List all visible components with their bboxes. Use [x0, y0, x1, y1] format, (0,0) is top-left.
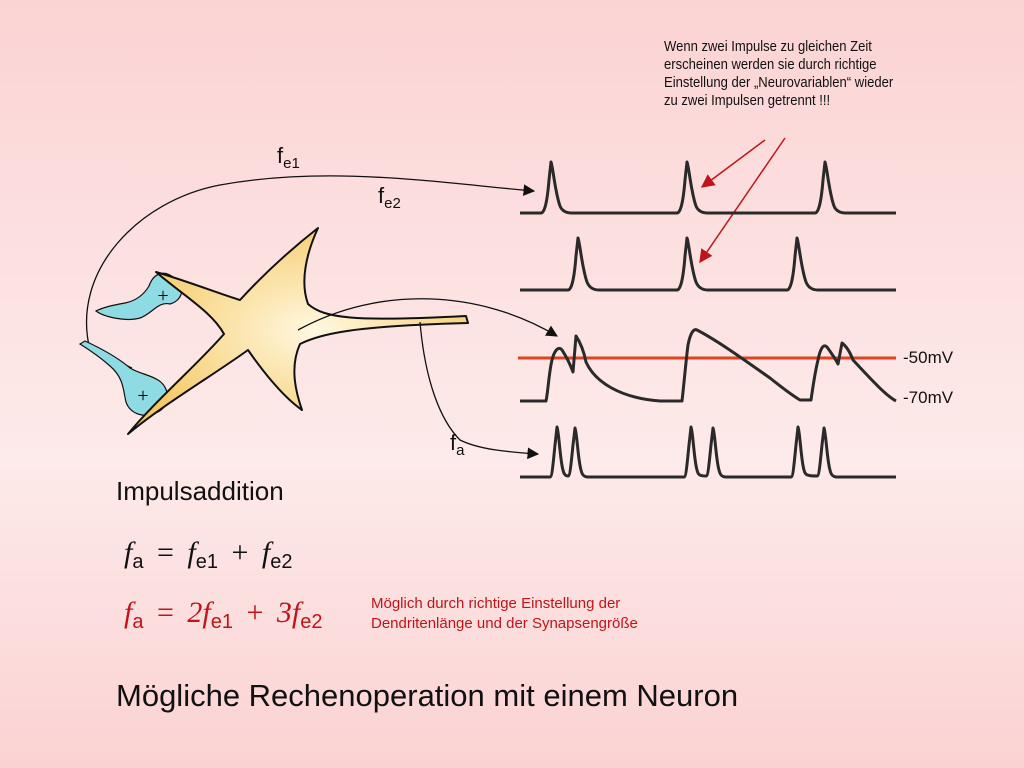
red-annotation-line: Dendritenlänge und der Synapsengröße [371, 615, 638, 632]
formula-term-1-sub: e1 [210, 611, 233, 633]
formula-plus: + [231, 536, 249, 569]
formula-term-1: f [202, 596, 211, 629]
threshold-label: -50mV [903, 348, 954, 367]
formula-lhs: f [124, 536, 133, 569]
slide-caption: Mögliche Rechenoperation mit einem Neuro… [116, 678, 739, 713]
rest-potential-label: -70mV [903, 388, 954, 407]
trace-fe2 [520, 236, 896, 292]
annotation-line: zu zwei Impulsen getrennt !!! [664, 93, 831, 109]
formula-lhs: f [124, 596, 133, 629]
formula-plus: + [246, 596, 264, 629]
red-annotation-line: Möglich durch richtige Einstellung der [371, 595, 621, 612]
formula-coefficient-1: 2 [187, 596, 203, 629]
trace-fa [520, 425, 896, 479]
formula-term-2-sub: e2 [300, 611, 323, 633]
annotation-note: Wenn zwei Impulse zu gleichen Zeit ersch… [664, 38, 934, 110]
annotation-line: Einstellung der „Neurovariablen“ wieder [664, 75, 894, 91]
neuron-soma [127, 227, 469, 435]
synapse-plus-1: + [157, 285, 168, 307]
output-arrow-membrane [297, 298, 559, 337]
label-fe1-sub: e1 [283, 155, 300, 172]
formula-equals: = [156, 536, 174, 569]
formula-lhs-sub: a [132, 611, 144, 633]
trace-membrane [520, 328, 897, 403]
formula-weighted-sum: fa = 2fe1 + 3fe2 [124, 596, 323, 634]
label-fe2-base: f [378, 183, 385, 208]
annotation-line: erscheinen werden sie durch richtige [664, 57, 877, 73]
red-annotation: Möglich durch richtige Einstellung der D… [371, 594, 638, 634]
formula-term-1: f [187, 536, 196, 569]
formula-term-2-sub: e2 [270, 551, 293, 573]
formula-sum: fa = fe1 + fe2 [124, 536, 293, 574]
annotation-line: Wenn zwei Impulse zu gleichen Zeit [664, 39, 872, 55]
trace-fe1 [520, 160, 896, 215]
formula-term-2: f [261, 536, 271, 569]
output-arrow-fa [419, 321, 540, 460]
formula-equals: = [156, 596, 174, 629]
formula-coefficient-2: 3 [276, 596, 292, 629]
label-fa-sub: a [456, 442, 465, 459]
label-fe1: fe1 [277, 143, 300, 172]
label-fe2: fe2 [378, 183, 401, 212]
section-heading: Impulsaddition [116, 476, 284, 506]
label-fe2-sub: e2 [384, 195, 401, 212]
input-arrow-fe1 [85, 175, 536, 351]
note-arrow-1 [700, 139, 766, 188]
note-arrow-2 [699, 137, 786, 264]
formula-term-1-sub: e1 [195, 551, 218, 573]
label-fa: fa [450, 430, 464, 459]
label-fa-base: f [450, 430, 457, 455]
label-fe1-base: f [277, 143, 284, 168]
synapse-plus-2: + [137, 385, 148, 407]
formula-term-2: f [291, 596, 301, 629]
formula-lhs-sub: a [132, 551, 144, 573]
